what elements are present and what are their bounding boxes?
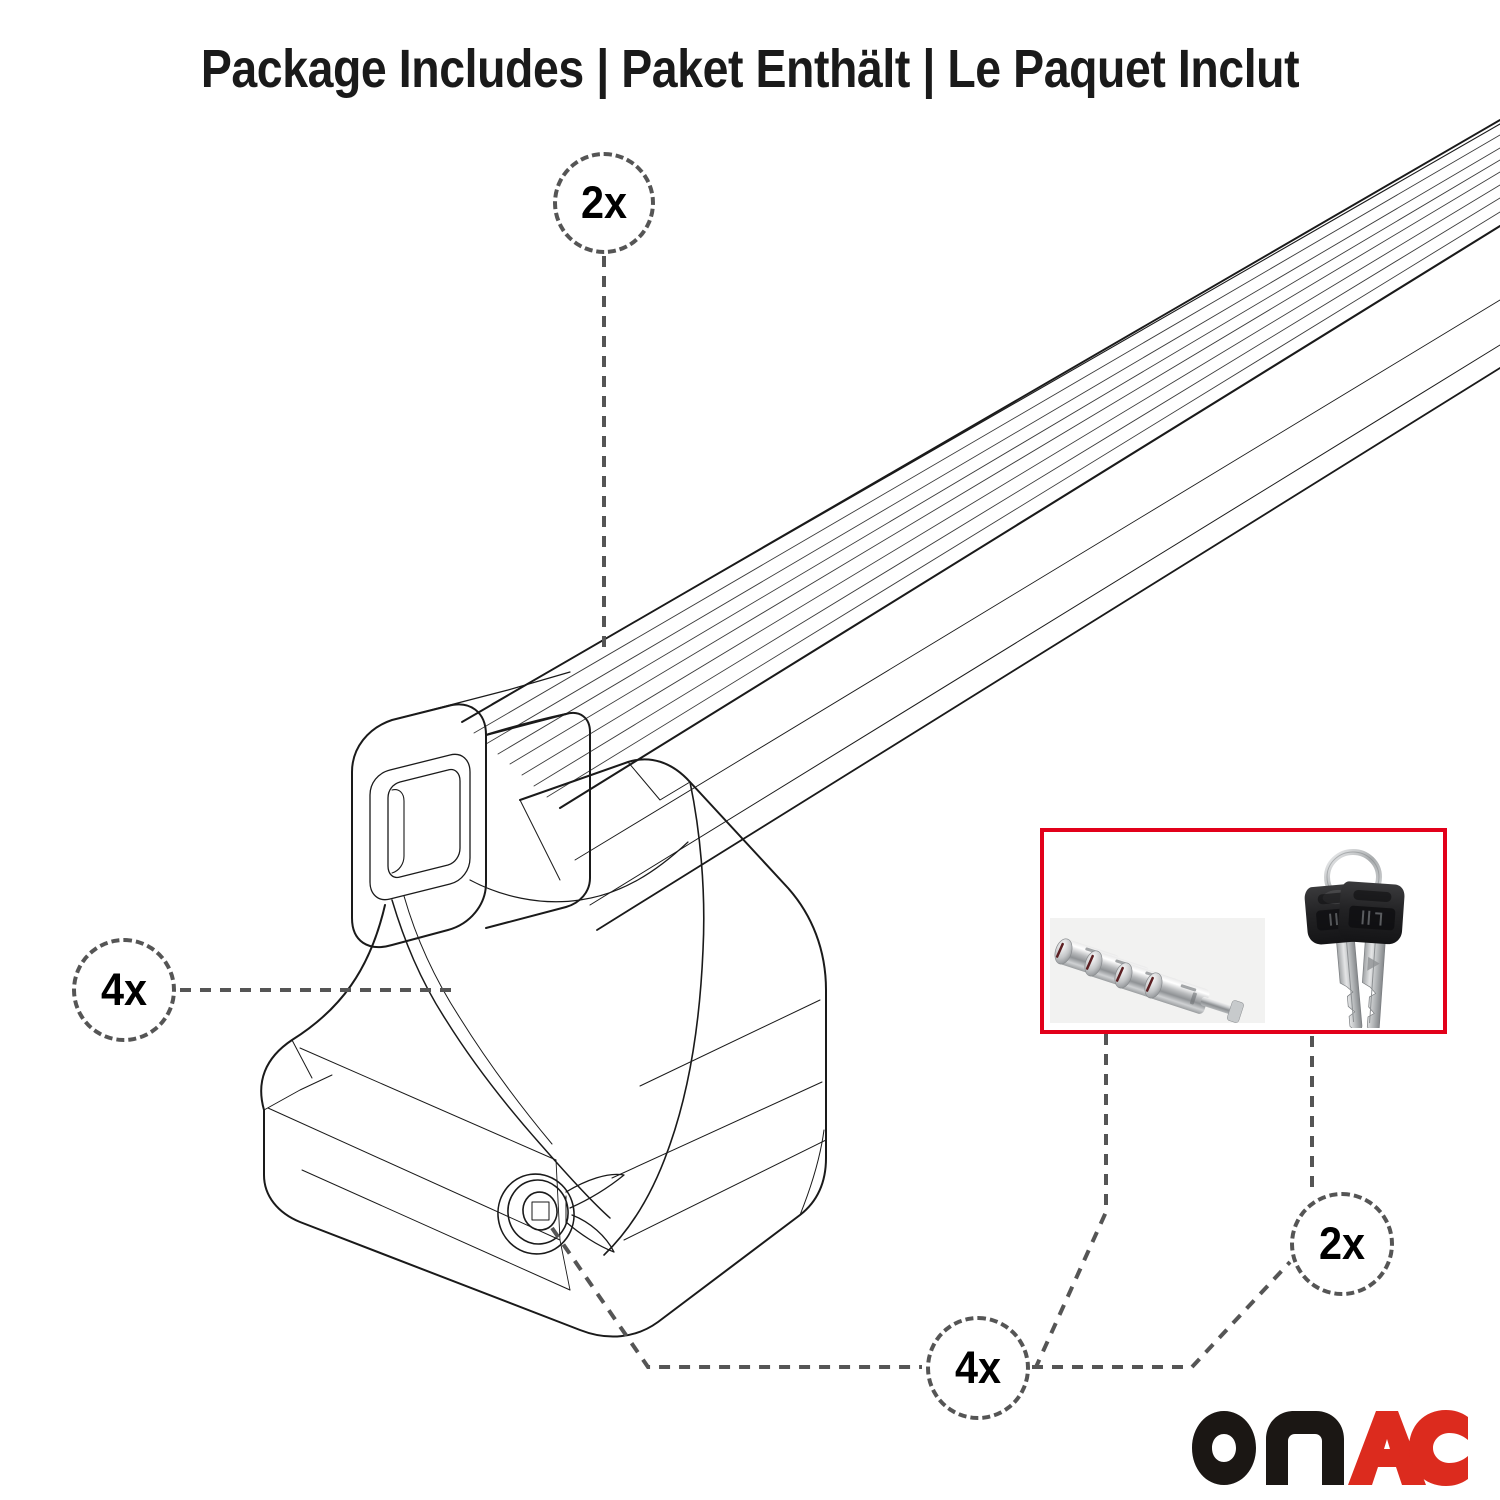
- foot-lock-port: [497, 1173, 625, 1255]
- page-title: Package Includes | Paket Enthält | Le Pa…: [200, 39, 1300, 99]
- end-cap-slot: [369, 753, 471, 901]
- leader-lock-from-inset: [1034, 1034, 1108, 1368]
- key-front: [1338, 881, 1405, 1028]
- callout-badge-keys: 2x: [1290, 1192, 1394, 1296]
- logo-letter-o: [1192, 1411, 1256, 1485]
- crossbar-top-face: [461, 119, 1500, 723]
- leader-lock-from-foot: [550, 1226, 922, 1369]
- omac-logo: [1192, 1410, 1468, 1486]
- callout-badge-foot: 4x: [72, 938, 176, 1042]
- keys-image: [1304, 849, 1405, 1028]
- crossbar-edge: [558, 224, 1500, 810]
- leader-keys-elbow: [1032, 1260, 1292, 1369]
- callout-quantity-crossbar: 2x: [580, 177, 628, 228]
- logo-letter-c: [1409, 1410, 1468, 1486]
- logo-letter-m: [1266, 1411, 1344, 1485]
- callout-quantity-lock: 4x: [954, 1342, 1002, 1393]
- crossbar-ribs: [473, 134, 1500, 798]
- logo-letter-a: [1348, 1411, 1426, 1485]
- support-foot: [260, 758, 827, 1338]
- crossbar-end-cap: [351, 671, 591, 949]
- callout-quantity-foot: 4x: [100, 964, 148, 1015]
- callout-badge-lock: 4x: [926, 1316, 1030, 1420]
- callout-quantity-keys: 2x: [1318, 1218, 1366, 1269]
- crossbar-bottom: [596, 367, 1500, 931]
- callout-badge-crossbar: 2x: [553, 152, 655, 254]
- lock-cylinders-image: [1050, 918, 1265, 1023]
